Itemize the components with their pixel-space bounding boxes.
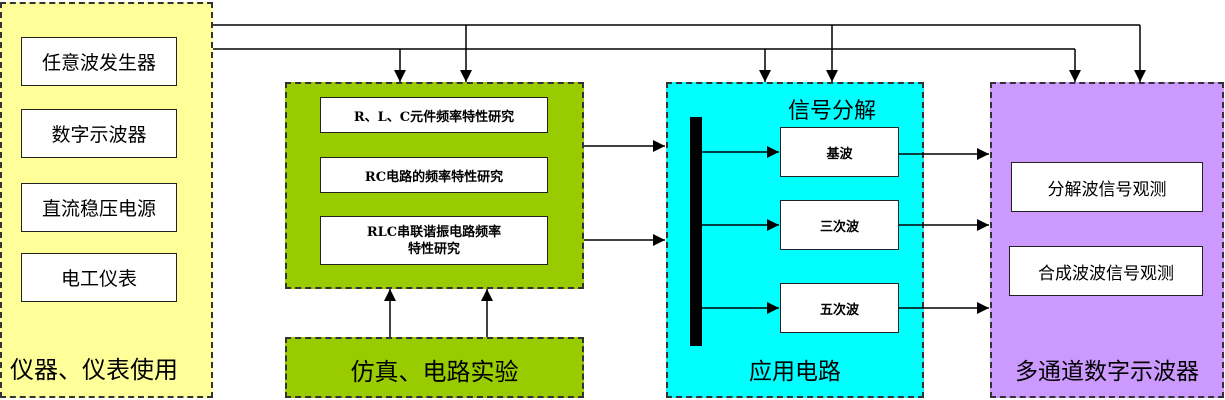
fundamental-wave-box[interactable]: 基波 bbox=[780, 127, 899, 177]
fifth-harmonic-box[interactable]: 五次波 bbox=[780, 283, 899, 333]
instrument-group-title: 仪器、仪表使用 bbox=[10, 356, 178, 384]
component-label: 三次波 bbox=[819, 219, 859, 235]
instrument-digital-oscilloscope[interactable]: 数字示波器 bbox=[21, 109, 177, 158]
experiment-label: RC电路的频率特性研究 bbox=[364, 169, 504, 185]
observation-label: 分解波信号观测 bbox=[1047, 179, 1167, 200]
oscilloscope-group bbox=[990, 82, 1224, 398]
instrument-label: 数字示波器 bbox=[51, 124, 147, 146]
experiment-rlc-series-resonance[interactable]: RLC串联谐振电路频率 特性研究 bbox=[320, 216, 548, 265]
oscilloscope-group-title: 多通道数字示波器 bbox=[1015, 359, 1199, 385]
experiment-label-line2: 特性研究 bbox=[407, 241, 460, 257]
synthesized-signal-observation[interactable]: 合成波波信号观测 bbox=[1009, 246, 1203, 296]
experiment-rc-circuit-frequency[interactable]: RC电路的频率特性研究 bbox=[320, 157, 548, 193]
instrument-electrical-meters[interactable]: 电工仪表 bbox=[21, 253, 177, 302]
decomposed-signal-observation[interactable]: 分解波信号观测 bbox=[1011, 162, 1203, 212]
signal-bus-bar bbox=[690, 117, 702, 346]
simulation-group bbox=[285, 337, 584, 398]
instrument-arbitrary-wave-generator[interactable]: 任意波发生器 bbox=[21, 37, 177, 86]
instrument-label: 直流稳压电源 bbox=[41, 198, 156, 220]
component-label: 基波 bbox=[826, 146, 853, 162]
experiment-rlc-component-frequency[interactable]: R、L、C元件频率特性研究 bbox=[320, 97, 548, 133]
simulation-group-title: 仿真、电路实验 bbox=[350, 358, 519, 386]
third-harmonic-box[interactable]: 三次波 bbox=[780, 200, 899, 250]
component-label: 五次波 bbox=[819, 302, 859, 318]
instrument-dc-power-supply[interactable]: 直流稳压电源 bbox=[21, 183, 177, 232]
instrument-label: 任意波发生器 bbox=[41, 52, 156, 74]
experiment-label-line1: RLC串联谐振电路频率 bbox=[366, 224, 502, 240]
instrument-label: 电工仪表 bbox=[60, 268, 137, 290]
observation-label: 合成波波信号观测 bbox=[1038, 263, 1174, 284]
application-group-title: 应用电路 bbox=[749, 359, 841, 385]
experiment-label: R、L、C元件频率特性研究 bbox=[353, 109, 515, 125]
signal-decomposition-title: 信号分解 bbox=[788, 99, 877, 124]
